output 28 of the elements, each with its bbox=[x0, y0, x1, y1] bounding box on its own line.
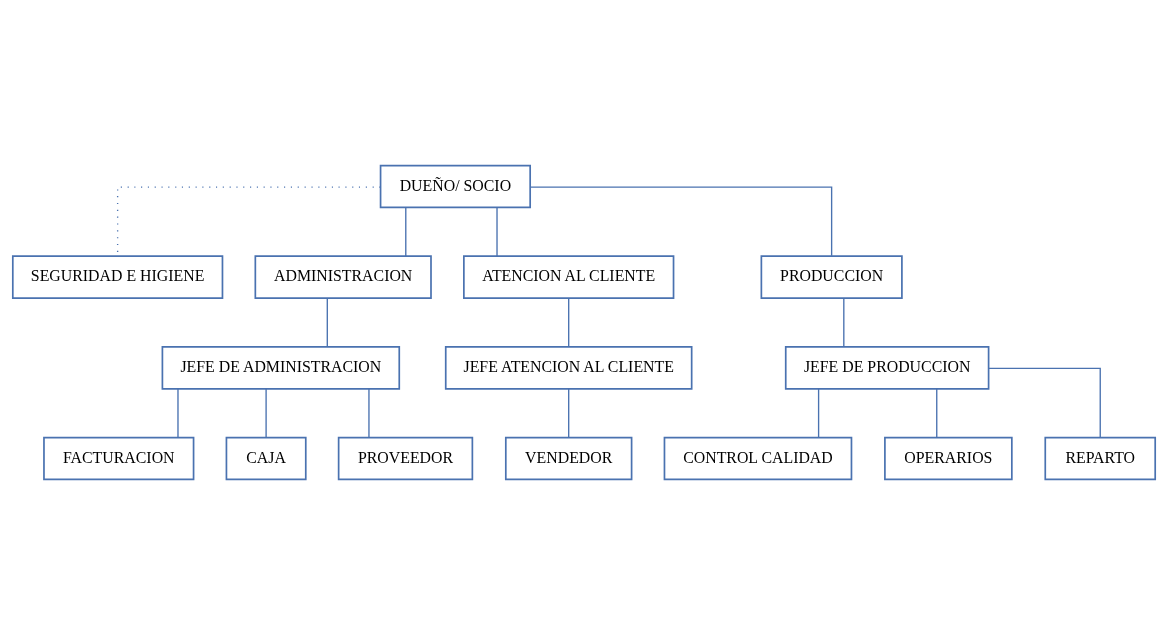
node-box: REPARTO bbox=[1044, 436, 1157, 480]
connector bbox=[496, 206, 498, 257]
node-box: JEFE ATENCION AL CLIENTE bbox=[444, 345, 693, 390]
connector bbox=[843, 297, 845, 347]
node-box: DUEÑO/ SOCIO bbox=[379, 164, 531, 208]
node-box: PRODUCCION bbox=[760, 254, 903, 299]
connector bbox=[568, 297, 570, 347]
connector bbox=[177, 387, 179, 438]
connector bbox=[988, 367, 1101, 438]
connector bbox=[368, 387, 370, 438]
node-box: CONTROL CALIDAD bbox=[663, 436, 853, 480]
connector bbox=[405, 206, 407, 257]
node-box: CAJA bbox=[225, 436, 307, 480]
connector bbox=[326, 297, 328, 347]
node-box: SEGURIDAD E HIGIENE bbox=[11, 254, 224, 299]
connector bbox=[936, 387, 938, 438]
connector bbox=[568, 387, 570, 438]
connector bbox=[265, 387, 267, 438]
node-box: JEFE DE ADMINISTRACION bbox=[161, 345, 401, 390]
connector bbox=[817, 387, 820, 438]
node-box: ADMINISTRACION bbox=[254, 254, 432, 299]
node-box: OPERARIOS bbox=[884, 436, 1013, 480]
connector bbox=[529, 185, 833, 256]
node-box: ATENCION AL CLIENTE bbox=[463, 254, 675, 299]
node-box: PROVEEDOR bbox=[337, 436, 474, 480]
node-box: JEFE DE PRODUCCION bbox=[784, 345, 990, 390]
node-box: FACTURACION bbox=[43, 436, 195, 480]
node-box: VENDEDOR bbox=[504, 436, 633, 480]
